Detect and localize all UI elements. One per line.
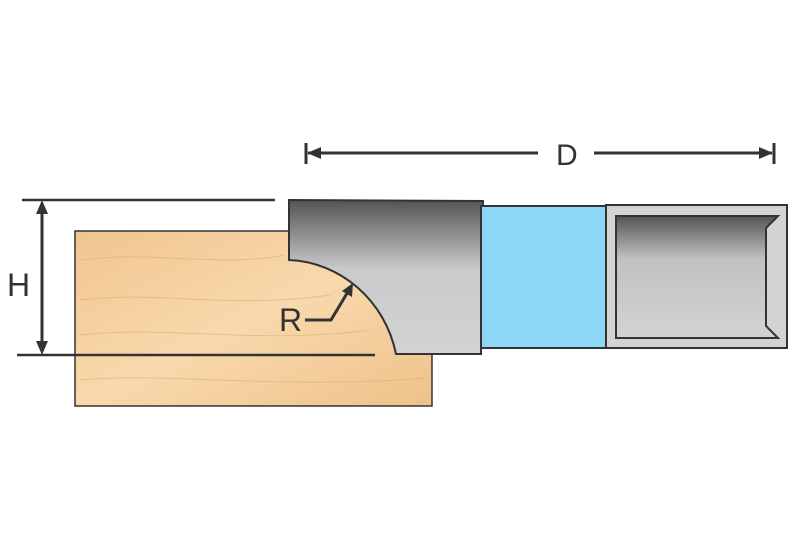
radius-label: R	[279, 302, 302, 338]
height-dimension	[36, 200, 48, 355]
diameter-dimension	[304, 143, 776, 164]
wood-grain	[79, 254, 429, 383]
cutter-head	[288, 198, 485, 355]
height-label: H	[7, 267, 30, 303]
bearing-collar	[480, 205, 607, 349]
shank-inner	[615, 215, 781, 339]
radius-leader	[305, 283, 353, 322]
diameter-label: D	[556, 139, 578, 172]
